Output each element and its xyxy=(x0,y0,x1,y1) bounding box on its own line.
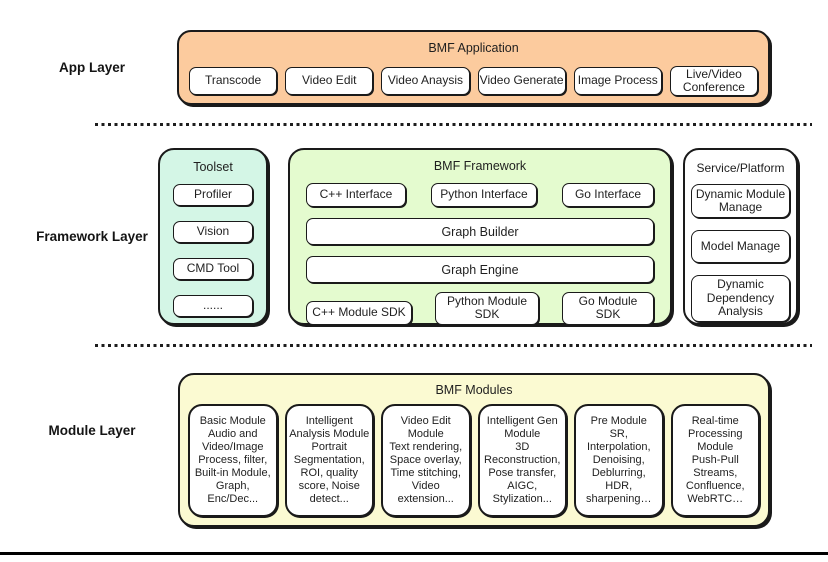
toolset-item-more: ...... xyxy=(173,295,253,317)
service-platform-title: Service/Platform xyxy=(696,161,785,175)
bottom-divider-line xyxy=(0,552,828,555)
video-edit-module-card: Video Edit Module Text rendering, Space … xyxy=(381,404,471,517)
realtime-processing-module-card: Real-time Processing Module Push-Pull St… xyxy=(670,404,760,517)
module-card-title: Video Edit Module xyxy=(400,415,451,441)
python-interface-box: Python Interface xyxy=(431,183,537,207)
bmf-framework-container: BMF Framework C++ Interface Python Inter… xyxy=(288,148,672,325)
module-card-body: Portrait Segmentation, ROI, quality scor… xyxy=(293,441,365,505)
go-module-sdk-box: Go Module SDK xyxy=(562,292,654,325)
app-items-row: Transcode Video Edit Video Anaysis Video… xyxy=(189,64,759,98)
layer-label-framework: Framework Layer xyxy=(36,229,148,244)
layer-label-app: App Layer xyxy=(58,60,126,75)
service-platform-container: Service/Platform Dynamic Module Manage M… xyxy=(683,148,798,325)
toolset-item-cmd-tool: CMD Tool xyxy=(173,258,253,280)
module-card-body: 3D Reconstruction, Pose transfer, AIGC, … xyxy=(484,441,561,505)
cpp-module-sdk-box: C++ Module SDK xyxy=(306,300,412,325)
intelligent-gen-module-card: Intelligent Gen Module 3D Reconstruction… xyxy=(477,404,567,517)
module-card-body: Push-Pull Streams, Confluence, WebRTC… xyxy=(685,454,745,505)
graph-engine-box: Graph Engine xyxy=(306,256,654,283)
module-card-body: SR, Interpolation, Denoising, Deblurring… xyxy=(586,428,652,505)
model-manage-box: Model Manage xyxy=(691,230,790,264)
layer-label-module: Module Layer xyxy=(48,423,136,438)
module-card-title: Basic Module xyxy=(199,415,266,428)
cpp-interface-box: C++ Interface xyxy=(306,183,406,207)
toolset-title: Toolset xyxy=(193,160,233,174)
module-card-title: Intelligent Analysis Module xyxy=(289,415,370,441)
basic-module-card: Basic Module Audio and Video/Image Proce… xyxy=(188,404,278,517)
module-card-title: Pre Module xyxy=(590,415,647,428)
pre-module-card: Pre Module SR, Interpolation, Denoising,… xyxy=(574,404,664,517)
app-item-transcode: Transcode xyxy=(189,67,278,95)
app-item-live-video-conference: Live/Video Conference xyxy=(669,65,759,97)
module-card-body: Audio and Video/Image Process, filter, B… xyxy=(194,428,271,505)
dotted-separator-top xyxy=(95,123,812,126)
app-item-video-analysis: Video Anaysis xyxy=(381,67,470,95)
go-interface-box: Go Interface xyxy=(562,183,654,207)
dynamic-module-manage-box: Dynamic Module Manage xyxy=(691,184,790,219)
toolset-item-vision: Vision xyxy=(173,221,253,243)
module-card-title: Intelligent Gen Module xyxy=(486,415,558,441)
service-list: Dynamic Module Manage Model Manage Dynam… xyxy=(691,184,790,322)
module-card-body: Text rendering, Space overlay, Time stit… xyxy=(389,441,463,505)
module-cards-row: Basic Module Audio and Video/Image Proce… xyxy=(188,404,760,517)
app-container-title: BMF Application xyxy=(428,41,519,55)
graph-builder-box: Graph Builder xyxy=(306,218,654,245)
bmf-framework-title: BMF Framework xyxy=(433,159,527,173)
toolset-item-profiler: Profiler xyxy=(173,184,253,206)
app-item-video-generate: Video Generate xyxy=(477,67,566,95)
app-layer-container: BMF Application Transcode Video Edit Vid… xyxy=(177,30,770,105)
app-item-video-edit: Video Edit xyxy=(285,67,374,95)
python-module-sdk-box: Python Module SDK xyxy=(435,292,539,325)
dotted-separator-bottom xyxy=(95,344,812,347)
app-item-image-process: Image Process xyxy=(573,67,662,95)
bmf-modules-title: BMF Modules xyxy=(435,383,513,397)
intelligent-analysis-module-card: Intelligent Analysis Module Portrait Seg… xyxy=(284,404,374,517)
module-card-title: Real-time Processing Module xyxy=(688,415,743,454)
toolset-list: Profiler Vision CMD Tool ...... xyxy=(160,184,266,317)
toolset-container: Toolset Profiler Vision CMD Tool ...... xyxy=(158,148,268,325)
bmf-modules-container: BMF Modules Basic Module Audio and Video… xyxy=(178,373,770,527)
dynamic-dependency-analysis-box: Dynamic Dependency Analysis xyxy=(691,275,790,322)
sdk-row: C++ Module SDK Python Module SDK Go Modu… xyxy=(306,292,654,325)
interface-row: C++ Interface Python Interface Go Interf… xyxy=(306,183,654,207)
